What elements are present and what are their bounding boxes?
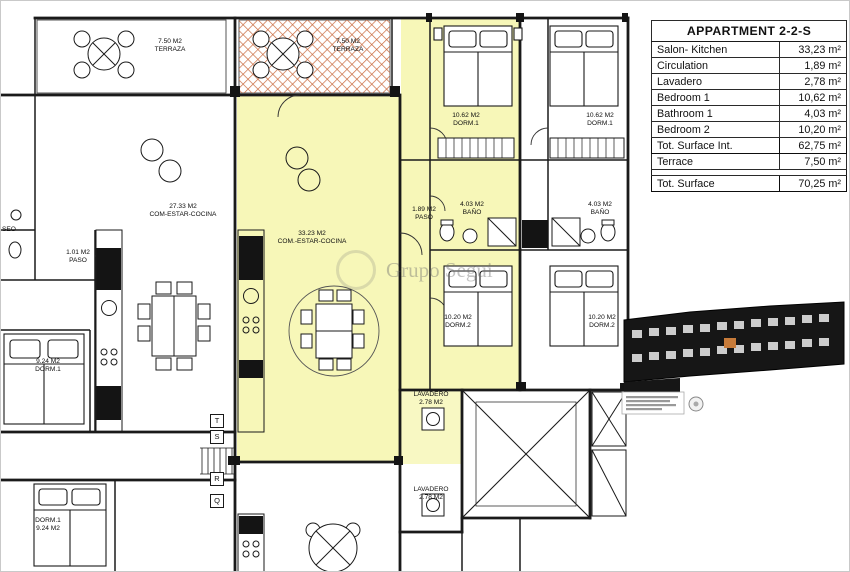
site-overview-drawing	[621, 301, 845, 415]
area-table-title: APPARTMENT 2-2-S	[651, 20, 847, 42]
row-label: Bathroom 1	[651, 105, 780, 122]
row-label: Lavadero	[651, 73, 780, 90]
service-shafts	[591, 391, 627, 517]
table-row: Salon- Kitchen 33,23 m²	[651, 41, 847, 58]
table-row: Lavadero 2,78 m²	[651, 73, 847, 90]
washing-machines	[421, 407, 445, 517]
row-label: Terrace	[651, 153, 780, 170]
row-label: Tot. Surface	[651, 175, 780, 192]
kitchen-main	[237, 229, 265, 433]
stair-letter-q: Q	[210, 494, 224, 508]
dining-set-main	[288, 285, 380, 377]
row-label: Bedroom 1	[651, 89, 780, 106]
row-value: 1,89 m²	[779, 57, 847, 74]
site-overview-plan	[620, 286, 848, 420]
row-value: 70,25 m²	[779, 175, 847, 192]
terrace-left-rail	[36, 19, 227, 94]
bed-left-bedroom	[3, 333, 85, 425]
table-row: Bathroom 1 4,03 m²	[651, 105, 847, 122]
living-room-plants	[140, 138, 321, 192]
row-value: 62,75 m²	[779, 137, 847, 154]
row-label: Bedroom 2	[651, 121, 780, 138]
bathroom-a-fixtures	[439, 217, 517, 247]
bottom-dining-table	[305, 522, 361, 572]
site-overview-logo-icon	[688, 396, 704, 412]
row-value: 10,20 m²	[779, 121, 847, 138]
stairwell	[461, 389, 591, 519]
kitchen-left	[95, 229, 123, 433]
bathroom-b-fixtures	[551, 217, 616, 247]
bed-bedroom1-b	[549, 25, 619, 107]
row-label: Tot. Surface Int.	[651, 137, 780, 154]
table-row-total-surface: Tot. Surface 70,25 m²	[651, 175, 847, 192]
stair-letter-t: T	[210, 414, 224, 428]
row-value: 4,03 m²	[779, 105, 847, 122]
bed-bedroom1-a	[443, 25, 513, 107]
beds	[3, 25, 619, 567]
dining-set-left	[137, 281, 211, 371]
watermark-text: Grupo Segui	[386, 257, 493, 282]
bed-bottom-bedroom	[33, 483, 107, 567]
site-overview-units	[632, 314, 829, 362]
nightstand	[433, 27, 443, 41]
watermark: Grupo Segui	[336, 250, 493, 290]
row-value: 10,62 m²	[779, 89, 847, 106]
terrace-furniture	[73, 30, 314, 79]
row-label: Salon- Kitchen	[651, 41, 780, 58]
site-overview-caption-box	[621, 391, 685, 415]
structural-columns	[96, 13, 628, 534]
watermark-logo-icon	[336, 250, 376, 290]
kitchen-bottom	[237, 513, 265, 572]
site-overview-highlight	[724, 338, 736, 348]
aseo-fixtures	[8, 209, 22, 259]
table-row: Circulation 1,89 m²	[651, 57, 847, 74]
area-table: APPARTMENT 2-2-S Salon- Kitchen 33,23 m²…	[651, 20, 847, 192]
wardrobes	[437, 137, 625, 159]
stair-steps	[200, 447, 234, 475]
area-table-title-row: APPARTMENT 2-2-S	[651, 20, 847, 42]
table-row: Bedroom 1 10,62 m²	[651, 89, 847, 106]
table-row: Bedroom 2 10,20 m²	[651, 121, 847, 138]
row-value: 7,50 m²	[779, 153, 847, 170]
nightstand	[513, 27, 523, 41]
room-label-aseo: SEO	[2, 226, 16, 233]
row-value: 2,78 m²	[779, 73, 847, 90]
table-row: Terrace 7,50 m²	[651, 153, 847, 170]
stair-letter-s: S	[210, 430, 224, 444]
bed-bedroom2-b	[549, 265, 619, 347]
row-value: 33,23 m²	[779, 41, 847, 58]
row-label: Circulation	[651, 57, 780, 74]
table-row-total-interior: Tot. Surface Int. 62,75 m²	[651, 137, 847, 154]
bed-bedroom2-a	[443, 265, 513, 347]
stair-letter-r: R	[210, 472, 224, 486]
